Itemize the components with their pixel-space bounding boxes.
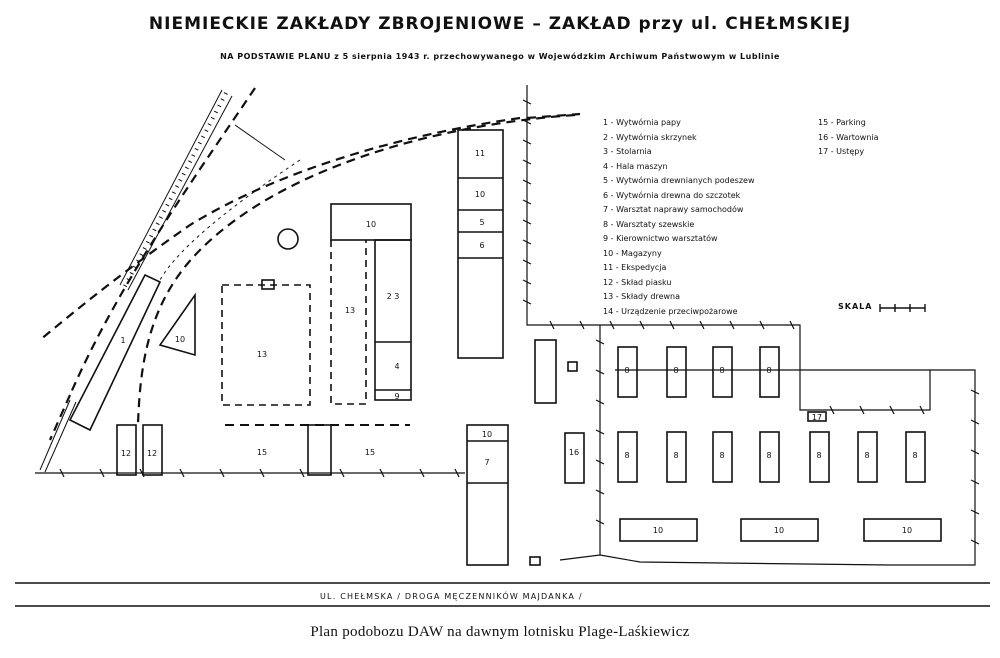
legend-item: 3 - Stolarnia <box>603 147 652 156</box>
label-13b: 13 <box>345 306 355 315</box>
buildings <box>68 129 942 566</box>
building-8-b <box>666 346 687 398</box>
label-2-3: 2 3 <box>387 292 400 301</box>
label-8: 8 <box>673 366 678 375</box>
building-17 <box>807 411 827 422</box>
label-8: 8 <box>816 451 821 460</box>
label-8: 8 <box>719 366 724 375</box>
legend-item: 6 - Wytwórnia drewna do szczotek <box>603 190 741 200</box>
building-labels: 1 10 12 12 13 10 13 2 3 4 9 11 10 5 6 15… <box>120 149 917 535</box>
legend-item: 7 - Warsztat naprawy samochodów <box>603 205 744 214</box>
figure-caption: Plan podobozu DAW na dawnym lotnisku Pla… <box>310 624 690 640</box>
legend-item: 11 - Ekspedycja <box>603 263 667 272</box>
building-8-f <box>666 431 687 483</box>
legend-list: 1 - Wytwórnia papy 2 - Wytwórnia skrzyne… <box>603 116 755 319</box>
building-2-3 <box>374 239 412 401</box>
building-10-e <box>619 518 698 542</box>
labels-8: 8 8 8 8 8 8 8 8 8 8 8 <box>624 366 917 460</box>
label-8: 8 <box>719 451 724 460</box>
building-8-a <box>617 346 638 398</box>
label-10b: 10 <box>366 220 376 229</box>
map-subtitle: NA PODSTAWIE PLANU z 5 sierpnia 1943 r. … <box>220 52 780 61</box>
label-10f: 10 <box>774 526 784 535</box>
legend-item: 5 - Wytwórnia drewnianych podeszew <box>603 176 755 185</box>
building-8-j <box>857 431 878 483</box>
scale-label: SKALA <box>838 302 873 311</box>
building-7 <box>466 424 509 566</box>
label-12b: 12 <box>147 449 157 458</box>
label-9: 9 <box>394 392 399 401</box>
building-14 <box>261 279 275 290</box>
legend-item: 15 - Parking <box>818 118 866 127</box>
label-5: 5 <box>479 218 484 227</box>
legend-item: 17 - Ustępy <box>818 147 865 156</box>
building-10-f <box>740 518 819 542</box>
building-12b <box>142 424 163 476</box>
gate-box <box>529 556 541 566</box>
legend-item: 10 - Magazyny <box>603 248 662 258</box>
label-12a: 12 <box>121 449 131 458</box>
building-8-h <box>759 431 780 483</box>
legend-list-right: 15 - Parking 16 - Wartownia 17 - Ustępy <box>818 116 879 160</box>
building-narrow <box>534 339 557 404</box>
legend-item: 2 - Wytwórnia skrzynek <box>603 132 697 142</box>
street-label: UL. CHEŁMSKA / DROGA MĘCZENNIKÓW MAJDANK… <box>320 592 583 601</box>
label-6: 6 <box>479 241 484 250</box>
label-1: 1 <box>120 336 125 345</box>
label-11: 11 <box>475 149 485 158</box>
building-11-column <box>457 129 504 359</box>
fire-reservoir <box>277 228 299 250</box>
railway-lines <box>39 87 576 473</box>
building-16 <box>564 432 585 484</box>
label-8: 8 <box>624 366 629 375</box>
building-10-g <box>863 518 942 542</box>
building-8-k <box>905 431 926 483</box>
label-10c: 10 <box>475 190 485 199</box>
legend-item: 9 - Kierownictwo warsztatów <box>603 234 718 243</box>
legend-item: 16 - Wartownia <box>818 132 879 142</box>
building-1 <box>68 273 162 432</box>
label-8: 8 <box>766 366 771 375</box>
street <box>15 582 990 607</box>
label-10a: 10 <box>175 335 185 344</box>
map-title: NIEMIECKIE ZAKŁADY ZBROJENIOWE – ZAKŁAD … <box>148 14 852 34</box>
label-7: 7 <box>484 458 489 467</box>
building-10-top <box>330 203 412 241</box>
legend-item: 13 - Składy drewna <box>603 292 681 301</box>
building-8-g <box>712 431 733 483</box>
building-12a <box>116 424 137 476</box>
scale-bar <box>879 304 926 312</box>
building-10-triangle <box>158 292 196 357</box>
building-15 <box>307 424 332 476</box>
label-13a: 13 <box>257 350 267 359</box>
building-13b <box>330 240 367 405</box>
building-8-c <box>712 346 733 398</box>
label-8: 8 <box>766 451 771 460</box>
label-17: 17 <box>812 413 822 422</box>
label-8: 8 <box>673 451 678 460</box>
building-8-i <box>809 431 830 483</box>
label-4: 4 <box>394 362 399 371</box>
building-small-square <box>567 361 578 372</box>
label-15b: 15 <box>365 448 375 457</box>
label-16: 16 <box>569 448 579 457</box>
fence-barbs <box>59 99 980 545</box>
label-10d: 10 <box>482 430 492 439</box>
legend-item: 8 - Warsztaty szewskie <box>603 219 695 229</box>
legend-item: 12 - Skład piasku <box>603 277 672 287</box>
legend-item: 1 - Wytwórnia papy <box>603 118 681 127</box>
label-8: 8 <box>624 451 629 460</box>
legend-item: 14 - Urządzenie przeciwpożarowe <box>603 306 738 316</box>
label-8: 8 <box>912 451 917 460</box>
building-13a <box>221 284 311 406</box>
building-8-d <box>759 346 780 398</box>
legend-item: 4 - Hala maszyn <box>603 161 668 171</box>
label-8: 8 <box>864 451 869 460</box>
label-15a: 15 <box>257 448 267 457</box>
building-8-e <box>617 431 638 483</box>
label-10g: 10 <box>902 526 912 535</box>
label-10e: 10 <box>653 526 663 535</box>
